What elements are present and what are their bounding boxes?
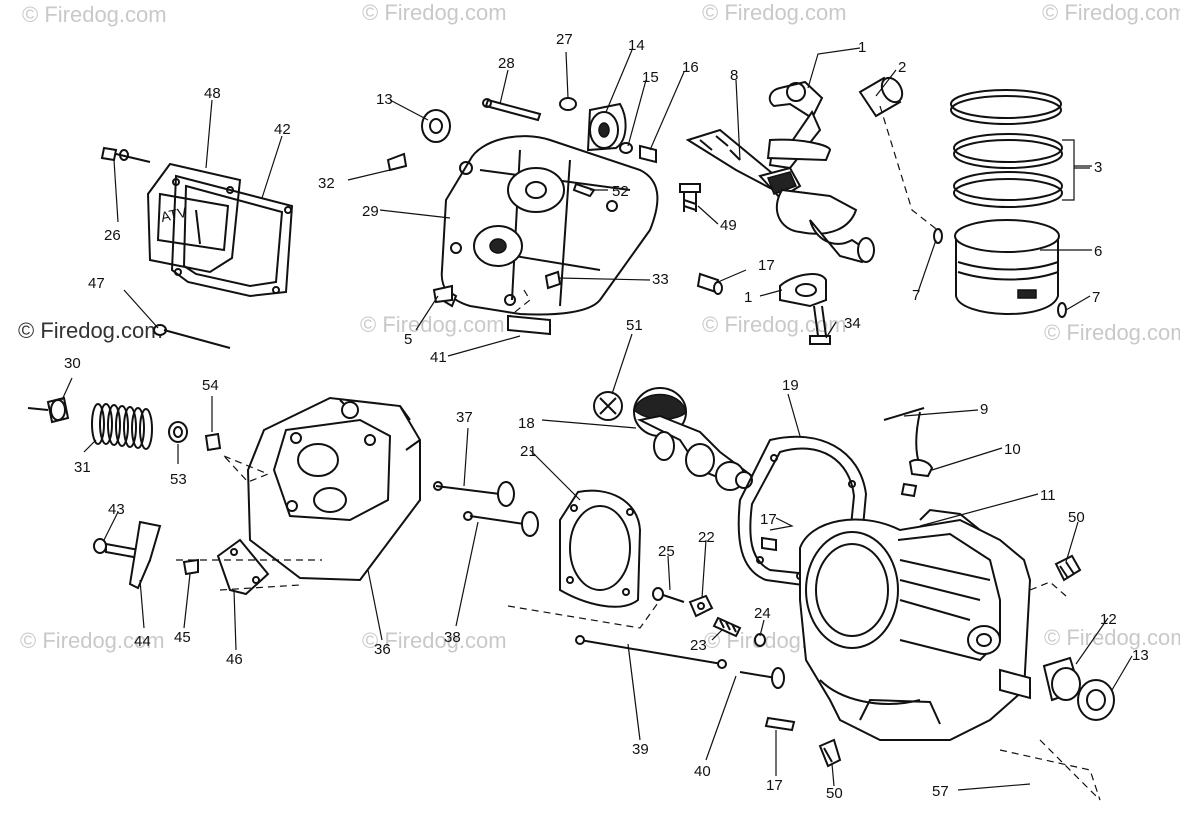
piston-rings bbox=[950, 89, 1090, 208]
valves bbox=[433, 481, 539, 537]
cover-bolt bbox=[100, 146, 151, 163]
piston-pin bbox=[858, 76, 904, 118]
valve-cover-gasket bbox=[170, 174, 294, 298]
callout-label: 22 bbox=[698, 529, 715, 546]
callout-label: 46 bbox=[226, 651, 243, 668]
rod-cap bbox=[779, 272, 831, 345]
callout-label: 12 bbox=[1100, 611, 1117, 628]
watermark: © Firedog.com bbox=[1044, 320, 1180, 345]
callout-label: 47 bbox=[88, 275, 105, 292]
callout-label: 57 bbox=[932, 783, 949, 800]
callout-label: 50 bbox=[826, 785, 843, 802]
connecting-rod bbox=[766, 80, 832, 170]
callout-label: 14 bbox=[628, 37, 645, 54]
watermark: © Firedog.com bbox=[1042, 0, 1180, 25]
callout-label: 11 bbox=[1040, 487, 1056, 504]
callout-label: 15 bbox=[642, 69, 659, 86]
watermark: © Firedog.com bbox=[18, 318, 163, 343]
studs bbox=[818, 554, 1101, 801]
callout-label: 28 bbox=[498, 55, 515, 72]
tensioner-parts bbox=[652, 407, 934, 647]
long-bolt bbox=[153, 324, 231, 349]
callout-label: 43 bbox=[108, 501, 125, 518]
callout-label: 41 bbox=[430, 349, 447, 366]
valve-spring-set bbox=[27, 396, 222, 452]
callout-label: 23 bbox=[690, 637, 707, 654]
callout-label: 5 bbox=[404, 331, 412, 348]
crankcase-cover bbox=[440, 135, 659, 316]
callout-label: 9 bbox=[980, 401, 988, 418]
callout-label: 18 bbox=[518, 415, 535, 432]
callout-label: 37 bbox=[456, 409, 473, 426]
callout-label: 21 bbox=[520, 443, 537, 460]
callout-label: 50 bbox=[1068, 509, 1085, 526]
piston bbox=[879, 105, 1067, 318]
callout-label: 30 bbox=[64, 355, 81, 372]
pushrods bbox=[507, 599, 796, 732]
callout-label: 25 bbox=[658, 543, 675, 560]
watermark: © Firedog.com bbox=[1044, 625, 1180, 650]
callout-label: 31 bbox=[74, 459, 91, 476]
callout-label: 40 bbox=[694, 763, 711, 780]
crankshaft bbox=[685, 128, 875, 264]
callout-label: 44 bbox=[134, 633, 151, 650]
callout-label: 29 bbox=[362, 203, 379, 220]
callout-label: 19 bbox=[782, 377, 799, 394]
callout-label: 48 bbox=[204, 85, 221, 102]
callout-label: 8 bbox=[730, 67, 738, 84]
callout-label: 39 bbox=[632, 741, 649, 758]
callout-label: 27 bbox=[556, 31, 573, 48]
cover-small-parts bbox=[386, 97, 701, 336]
callout-label: 49 bbox=[720, 217, 737, 234]
rocker-arm-set bbox=[93, 520, 322, 596]
callout-label: 32 bbox=[318, 175, 335, 192]
callout-label: 26 bbox=[104, 227, 121, 244]
watermark: © Firedog.com bbox=[360, 312, 505, 337]
callout-label: 38 bbox=[444, 629, 461, 646]
callout-label: 33 bbox=[652, 271, 669, 288]
callout-label: 17 bbox=[758, 257, 775, 274]
watermark: © Firedog.com bbox=[362, 0, 507, 25]
cylinder-head bbox=[223, 396, 421, 582]
callout-label: 54 bbox=[202, 377, 219, 394]
callout-label: 42 bbox=[274, 121, 291, 138]
callout-label: 6 bbox=[1094, 243, 1102, 260]
callout-label: 45 bbox=[174, 629, 191, 646]
cylinder-base-gasket bbox=[559, 489, 642, 608]
callout-label: 24 bbox=[754, 605, 771, 622]
leader-lines bbox=[61, 47, 1133, 791]
callout-label: 17 bbox=[766, 777, 783, 794]
watermark-layer: © Firedog.com © Firedog.com © Firedog.co… bbox=[18, 0, 1180, 653]
callout-label: 13 bbox=[376, 91, 393, 108]
callout-label: 17 bbox=[760, 511, 777, 528]
callout-label: 3 bbox=[1094, 159, 1102, 176]
callout-label: 34 bbox=[844, 315, 861, 332]
dowel-pin bbox=[696, 272, 723, 295]
oil-seal-bearing bbox=[1042, 656, 1115, 721]
callout-labels: 1 2 3 6 7 7 8 13 14 15 16 27 28 48 42 26… bbox=[64, 31, 1149, 802]
callout-label: 51 bbox=[626, 317, 643, 334]
callout-label: 52 bbox=[612, 183, 629, 200]
callout-label: 53 bbox=[170, 471, 187, 488]
callout-label: 13 bbox=[1132, 647, 1149, 664]
watermark: © Firedog.com bbox=[702, 0, 847, 25]
callout-label: 16 bbox=[682, 59, 699, 76]
callout-label: 7 bbox=[1092, 289, 1100, 306]
cylinder-block bbox=[799, 508, 1067, 741]
callout-label: 1 bbox=[858, 39, 866, 56]
watermark: © Firedog.com bbox=[20, 628, 165, 653]
callout-label: 36 bbox=[374, 641, 391, 658]
callout-label: 10 bbox=[1004, 441, 1021, 458]
callout-label: 2 bbox=[898, 59, 906, 76]
watermark: © Firedog.com bbox=[362, 628, 507, 653]
camshaft bbox=[593, 387, 754, 491]
callout-label: 1 bbox=[744, 289, 752, 306]
watermark: © Firedog.com bbox=[22, 2, 167, 27]
callout-label: 7 bbox=[912, 287, 920, 304]
